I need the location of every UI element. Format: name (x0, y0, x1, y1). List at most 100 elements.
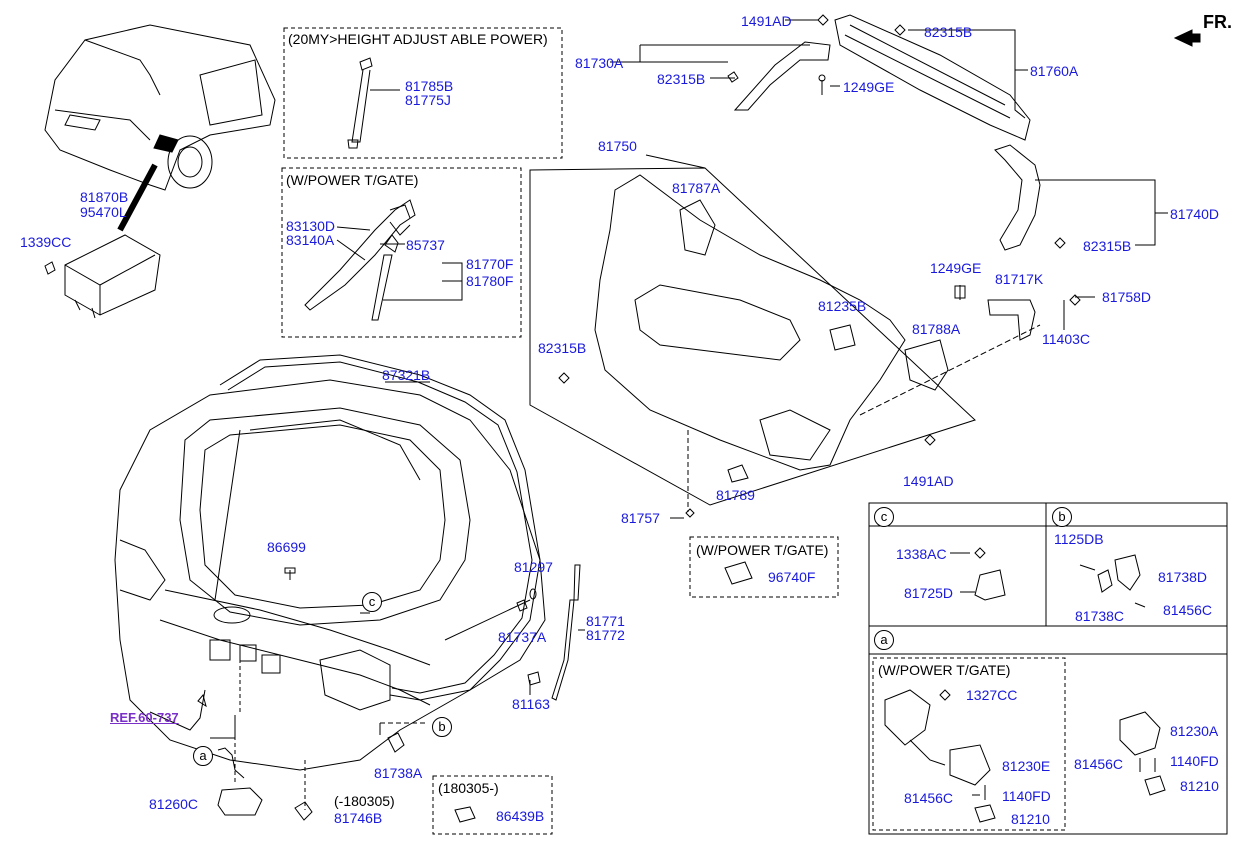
part-label[interactable]: 81725D (904, 585, 954, 601)
note-height-adjust: (20MY>HEIGHT ADJUST ABLE POWER) (288, 31, 548, 47)
part-label[interactable]: 85737 (406, 237, 445, 253)
part-label[interactable]: 81230A (1170, 723, 1219, 739)
callout-c-main: c (362, 592, 382, 612)
part-label[interactable]: 82315B (924, 24, 973, 40)
part-label[interactable]: 1140FD (1002, 788, 1051, 804)
part-label[interactable]: 1125DB (1054, 531, 1104, 547)
power-tgate-latch-frame (872, 657, 1066, 831)
part-81746B (294, 801, 313, 821)
vehicle-sketch (44, 24, 276, 191)
part-label[interactable]: 81456C (1163, 602, 1213, 618)
part-label[interactable]: 82315B (1083, 238, 1132, 254)
part-81730A (733, 41, 831, 111)
detail-box (868, 502, 1228, 835)
part-label[interactable]: 81780F (466, 273, 514, 289)
part-label[interactable]: 1491AD (903, 473, 954, 489)
strut-81771 (573, 564, 581, 601)
part-81260C (217, 787, 263, 816)
height-adjust-frame (283, 27, 563, 159)
part-81738D (1114, 554, 1141, 591)
callout-a-detail: a (874, 630, 894, 650)
note-date-after: (180305-) (438, 780, 499, 796)
note-date-before: (-180305) (334, 793, 395, 809)
part-label[interactable]: 81730A (575, 55, 624, 71)
strut-81785B (351, 69, 371, 143)
rear-glass (199, 424, 446, 609)
part-label[interactable]: 1249GE (843, 79, 895, 95)
ref-link[interactable]: REF.60-737 (110, 710, 179, 725)
part-label[interactable]: 81771 (586, 613, 625, 629)
part-label[interactable]: 81788A (912, 321, 961, 337)
part-81740D (994, 144, 1041, 251)
part-label[interactable]: 81770F (466, 256, 514, 272)
callout-a-main: a (193, 746, 213, 766)
part-label[interactable]: 1249GE (930, 260, 982, 276)
part-label[interactable]: 81757 (621, 510, 660, 526)
part-label[interactable]: 81746B (334, 810, 383, 826)
part-label[interactable]: 81760A (1030, 63, 1079, 79)
note-power-tgate: (W/POWER T/GATE) (286, 172, 419, 188)
part-label[interactable]: 81758D (1102, 289, 1152, 305)
part-label[interactable]: 82315B (538, 340, 587, 356)
part-label[interactable]: 11403C (1042, 331, 1091, 347)
part-label[interactable]: 81456C (904, 790, 954, 806)
part-label[interactable]: 86439B (496, 808, 545, 824)
power-tgate-frame (281, 167, 522, 338)
part-96740F (724, 561, 753, 585)
part-label[interactable]: 81772 (586, 627, 625, 643)
module-box (64, 234, 161, 316)
part-label[interactable]: 81717K (995, 271, 1044, 287)
part-label[interactable]: 81775J (405, 92, 451, 108)
part-label[interactable]: 1327CC (966, 687, 1018, 703)
part-label[interactable]: 81789 (716, 487, 755, 503)
tailgate (114, 379, 546, 771)
part-label[interactable]: 81738A (374, 765, 423, 781)
part-label[interactable]: 95470L (80, 204, 127, 220)
part-81717K (987, 299, 1036, 341)
part-label[interactable]: 81163 (512, 696, 550, 712)
front-direction-label: FR. (1203, 12, 1232, 32)
part-label[interactable]: 81210 (1180, 778, 1219, 794)
weatherstrip-87321B (219, 354, 541, 701)
part-label[interactable]: 81738D (1158, 569, 1208, 585)
part-label[interactable]: 81230E (1002, 758, 1051, 774)
part-label[interactable]: 81210 (1011, 811, 1050, 827)
callout-c-detail: c (874, 507, 894, 527)
part-label[interactable]: 81740D (1170, 206, 1220, 222)
part-label[interactable]: 81870B (80, 189, 129, 205)
part-81788A (904, 339, 949, 391)
part-label[interactable]: 81738C (1075, 608, 1125, 624)
latch-power (884, 689, 931, 746)
part-label[interactable]: 83130D (286, 218, 336, 234)
part-label[interactable]: 1140FD (1170, 753, 1219, 769)
part-label[interactable]: 82315B (657, 71, 706, 87)
part-label[interactable]: 81235B (818, 298, 867, 314)
part-label[interactable]: 1339CC (20, 234, 72, 250)
part-label[interactable]: 83140A (286, 232, 335, 248)
callout-b-main: b (432, 717, 452, 737)
part-label[interactable]: 81787A (672, 180, 721, 196)
part-label[interactable]: 81785B (405, 78, 454, 94)
part-label[interactable]: 81737A (498, 629, 547, 645)
part-label[interactable]: 81456C (1074, 756, 1124, 772)
part-label[interactable]: 87321B (382, 367, 431, 383)
part-label[interactable]: 81297 (514, 559, 553, 575)
part-81725D (974, 569, 1006, 601)
trim-panel (594, 174, 906, 471)
note-power-tgate-96740F: (W/POWER T/GATE) (696, 542, 829, 558)
callout-b-detail: b (1052, 507, 1072, 527)
part-81750-frame (529, 167, 976, 506)
spindle-83130D (304, 199, 416, 311)
part-81760A (834, 14, 1031, 141)
part-label[interactable]: 81750 (598, 138, 637, 154)
date-frame (432, 775, 553, 835)
part-label[interactable]: 96740F (768, 569, 816, 585)
part-label[interactable]: 1491AD (741, 13, 792, 29)
power-tgate-small-frame (689, 536, 839, 598)
note-power-tgate-latch: (W/POWER T/GATE) (878, 662, 1011, 678)
part-label[interactable]: 1338AC (896, 546, 947, 562)
part-label[interactable]: 81260C (149, 796, 199, 812)
part-label[interactable]: 86699 (267, 539, 306, 555)
